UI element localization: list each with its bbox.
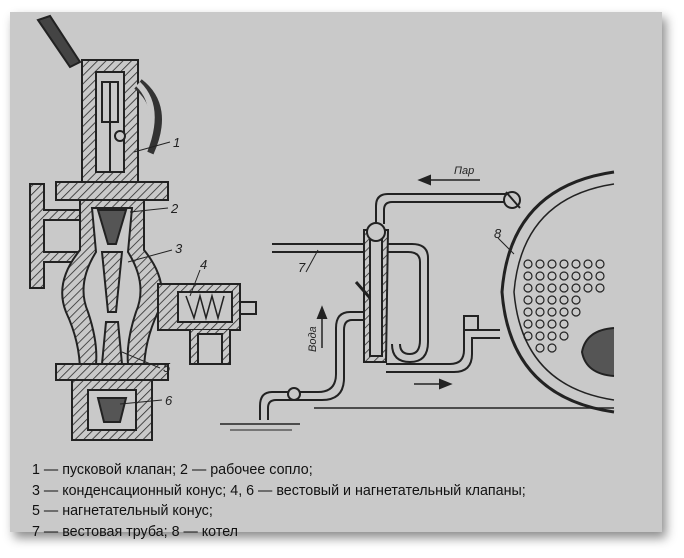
label-5: 5 bbox=[163, 360, 171, 375]
caption-line-4: 7 — вестовая труба; 8 — котел bbox=[32, 523, 239, 540]
condensing-cone bbox=[100, 251, 124, 313]
caption-line-2: 3 — конденсационный конус; 4, 6 — вестов… bbox=[32, 482, 526, 499]
working-nozzle bbox=[96, 209, 128, 245]
delivery-cone bbox=[100, 321, 124, 365]
water-valve bbox=[287, 387, 301, 401]
overflow-pipe bbox=[272, 243, 429, 364]
caption-line-3: 5 — нагнетательный конус; bbox=[32, 503, 213, 519]
water-pipe bbox=[259, 311, 364, 420]
start-lever bbox=[36, 14, 82, 69]
label-4: 4 bbox=[200, 257, 207, 272]
boiler bbox=[500, 170, 615, 414]
caption-line-1: 1 — пусковой клапан; 2 — рабочее сопло; bbox=[32, 462, 313, 478]
steam-pipe bbox=[375, 193, 514, 224]
check-valve bbox=[463, 315, 479, 331]
label-8: 8 bbox=[494, 226, 502, 241]
lower-flange bbox=[55, 363, 169, 381]
figure-caption: 1 — пусковой клапан; 2 — рабочее сопло; … bbox=[32, 460, 662, 542]
delivery-pipe bbox=[386, 329, 500, 365]
water-label: Вода bbox=[307, 326, 319, 352]
steam-label: Пар bbox=[454, 165, 474, 177]
label-7: 7 bbox=[298, 260, 306, 275]
boiler-tubes bbox=[523, 259, 605, 353]
furnace bbox=[580, 327, 615, 377]
injector-drawing: 1 2 3 4 5 6 bbox=[29, 14, 615, 441]
label-3: 3 bbox=[175, 241, 183, 256]
injector-figure: 1 2 3 4 5 6 bbox=[10, 12, 662, 540]
label-6: 6 bbox=[165, 393, 173, 408]
installation-scheme bbox=[220, 170, 615, 431]
upper-flange bbox=[55, 181, 169, 201]
label-1: 1 bbox=[173, 135, 180, 150]
injector-section bbox=[29, 14, 257, 441]
label-2: 2 bbox=[170, 201, 179, 216]
